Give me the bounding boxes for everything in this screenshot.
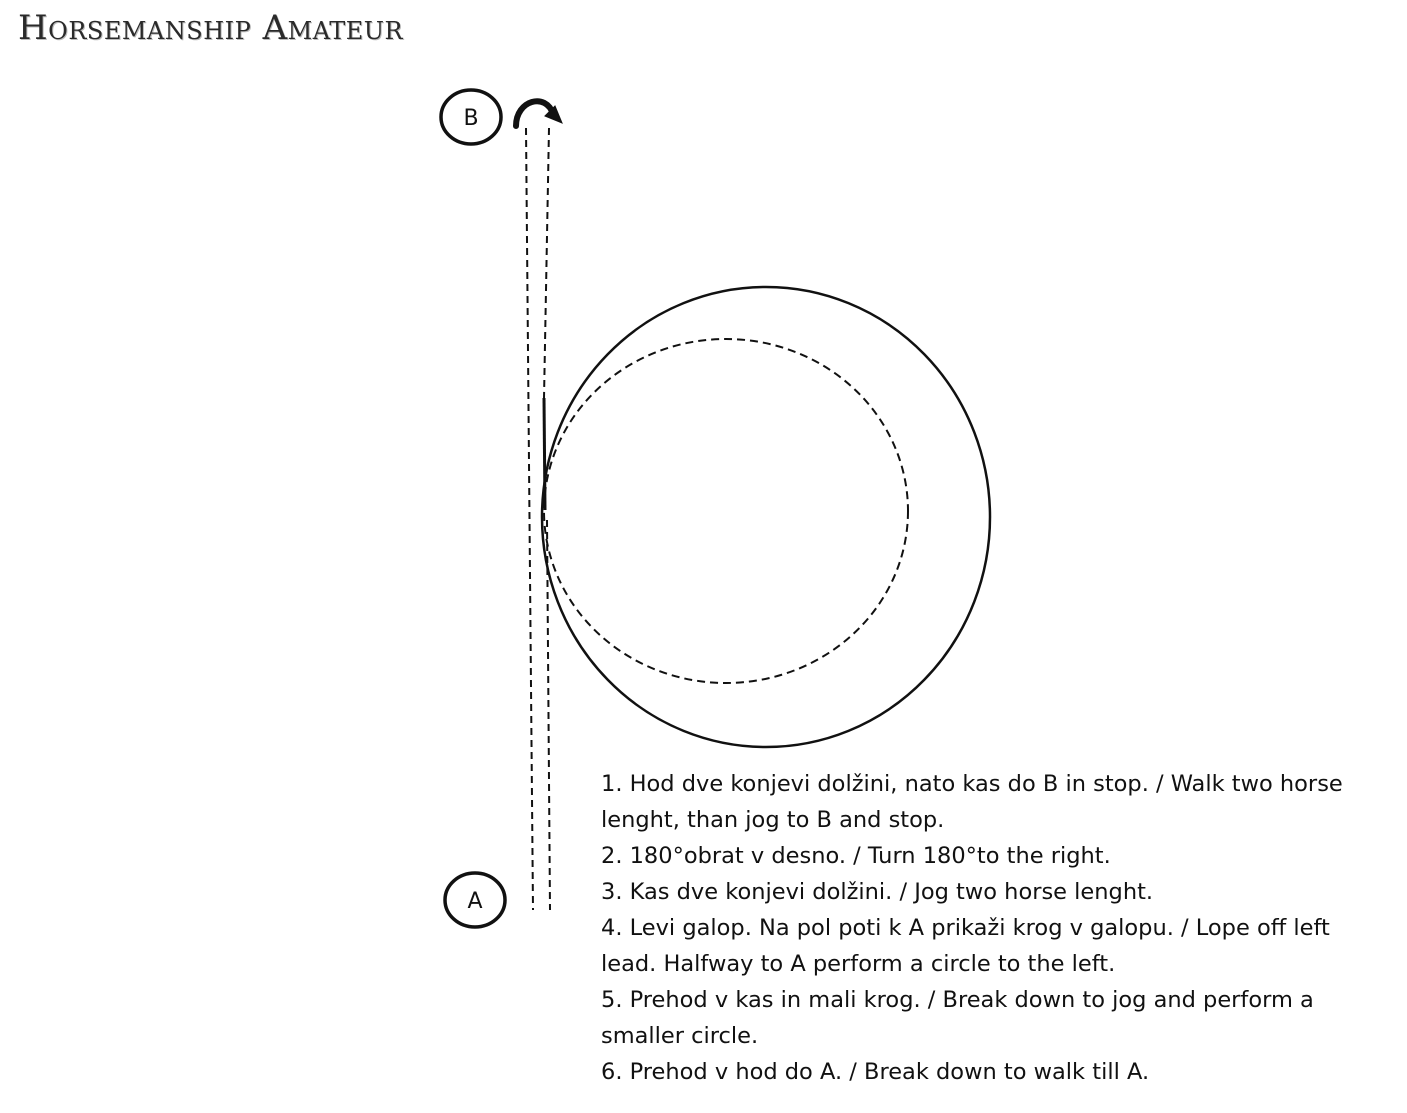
pattern-instructions: 1. Hod dve konjevi dolžini, nato kas do … (601, 766, 1391, 1090)
marker-b-label: B (463, 106, 478, 131)
dashed-path-right (543, 127, 550, 399)
instruction-step: 6. Prehod v hod do A. / Break down to wa… (601, 1059, 1150, 1085)
marker-b-circle (439, 88, 503, 146)
dashed-path-to-a (546, 519, 551, 911)
marker-b: B (439, 88, 503, 146)
turn-arrow-icon (513, 98, 563, 129)
marker-a-label: A (467, 889, 482, 914)
jog-circle (543, 338, 909, 684)
instruction-step: 5. Prehod v kas in mali krog. / Break do… (601, 987, 1314, 1049)
instruction-step: 2. 180°obrat v desno. / Turn 180°to the … (601, 843, 1111, 869)
instruction-step: 3. Kas dve konjevi dolžini. / Jog two ho… (601, 879, 1154, 905)
instruction-step: 1. Hod dve konjevi dolžini, nato kas do … (601, 771, 1343, 833)
marker-a: A (443, 871, 507, 929)
lope-circle (540, 285, 992, 749)
dashed-path-left (525, 127, 534, 911)
marker-a-circle (443, 871, 507, 929)
instruction-step: 4. Levi galop. Na pol poti k A prikaži k… (601, 915, 1330, 977)
page-title: Horsemanship Amateur (18, 8, 404, 48)
